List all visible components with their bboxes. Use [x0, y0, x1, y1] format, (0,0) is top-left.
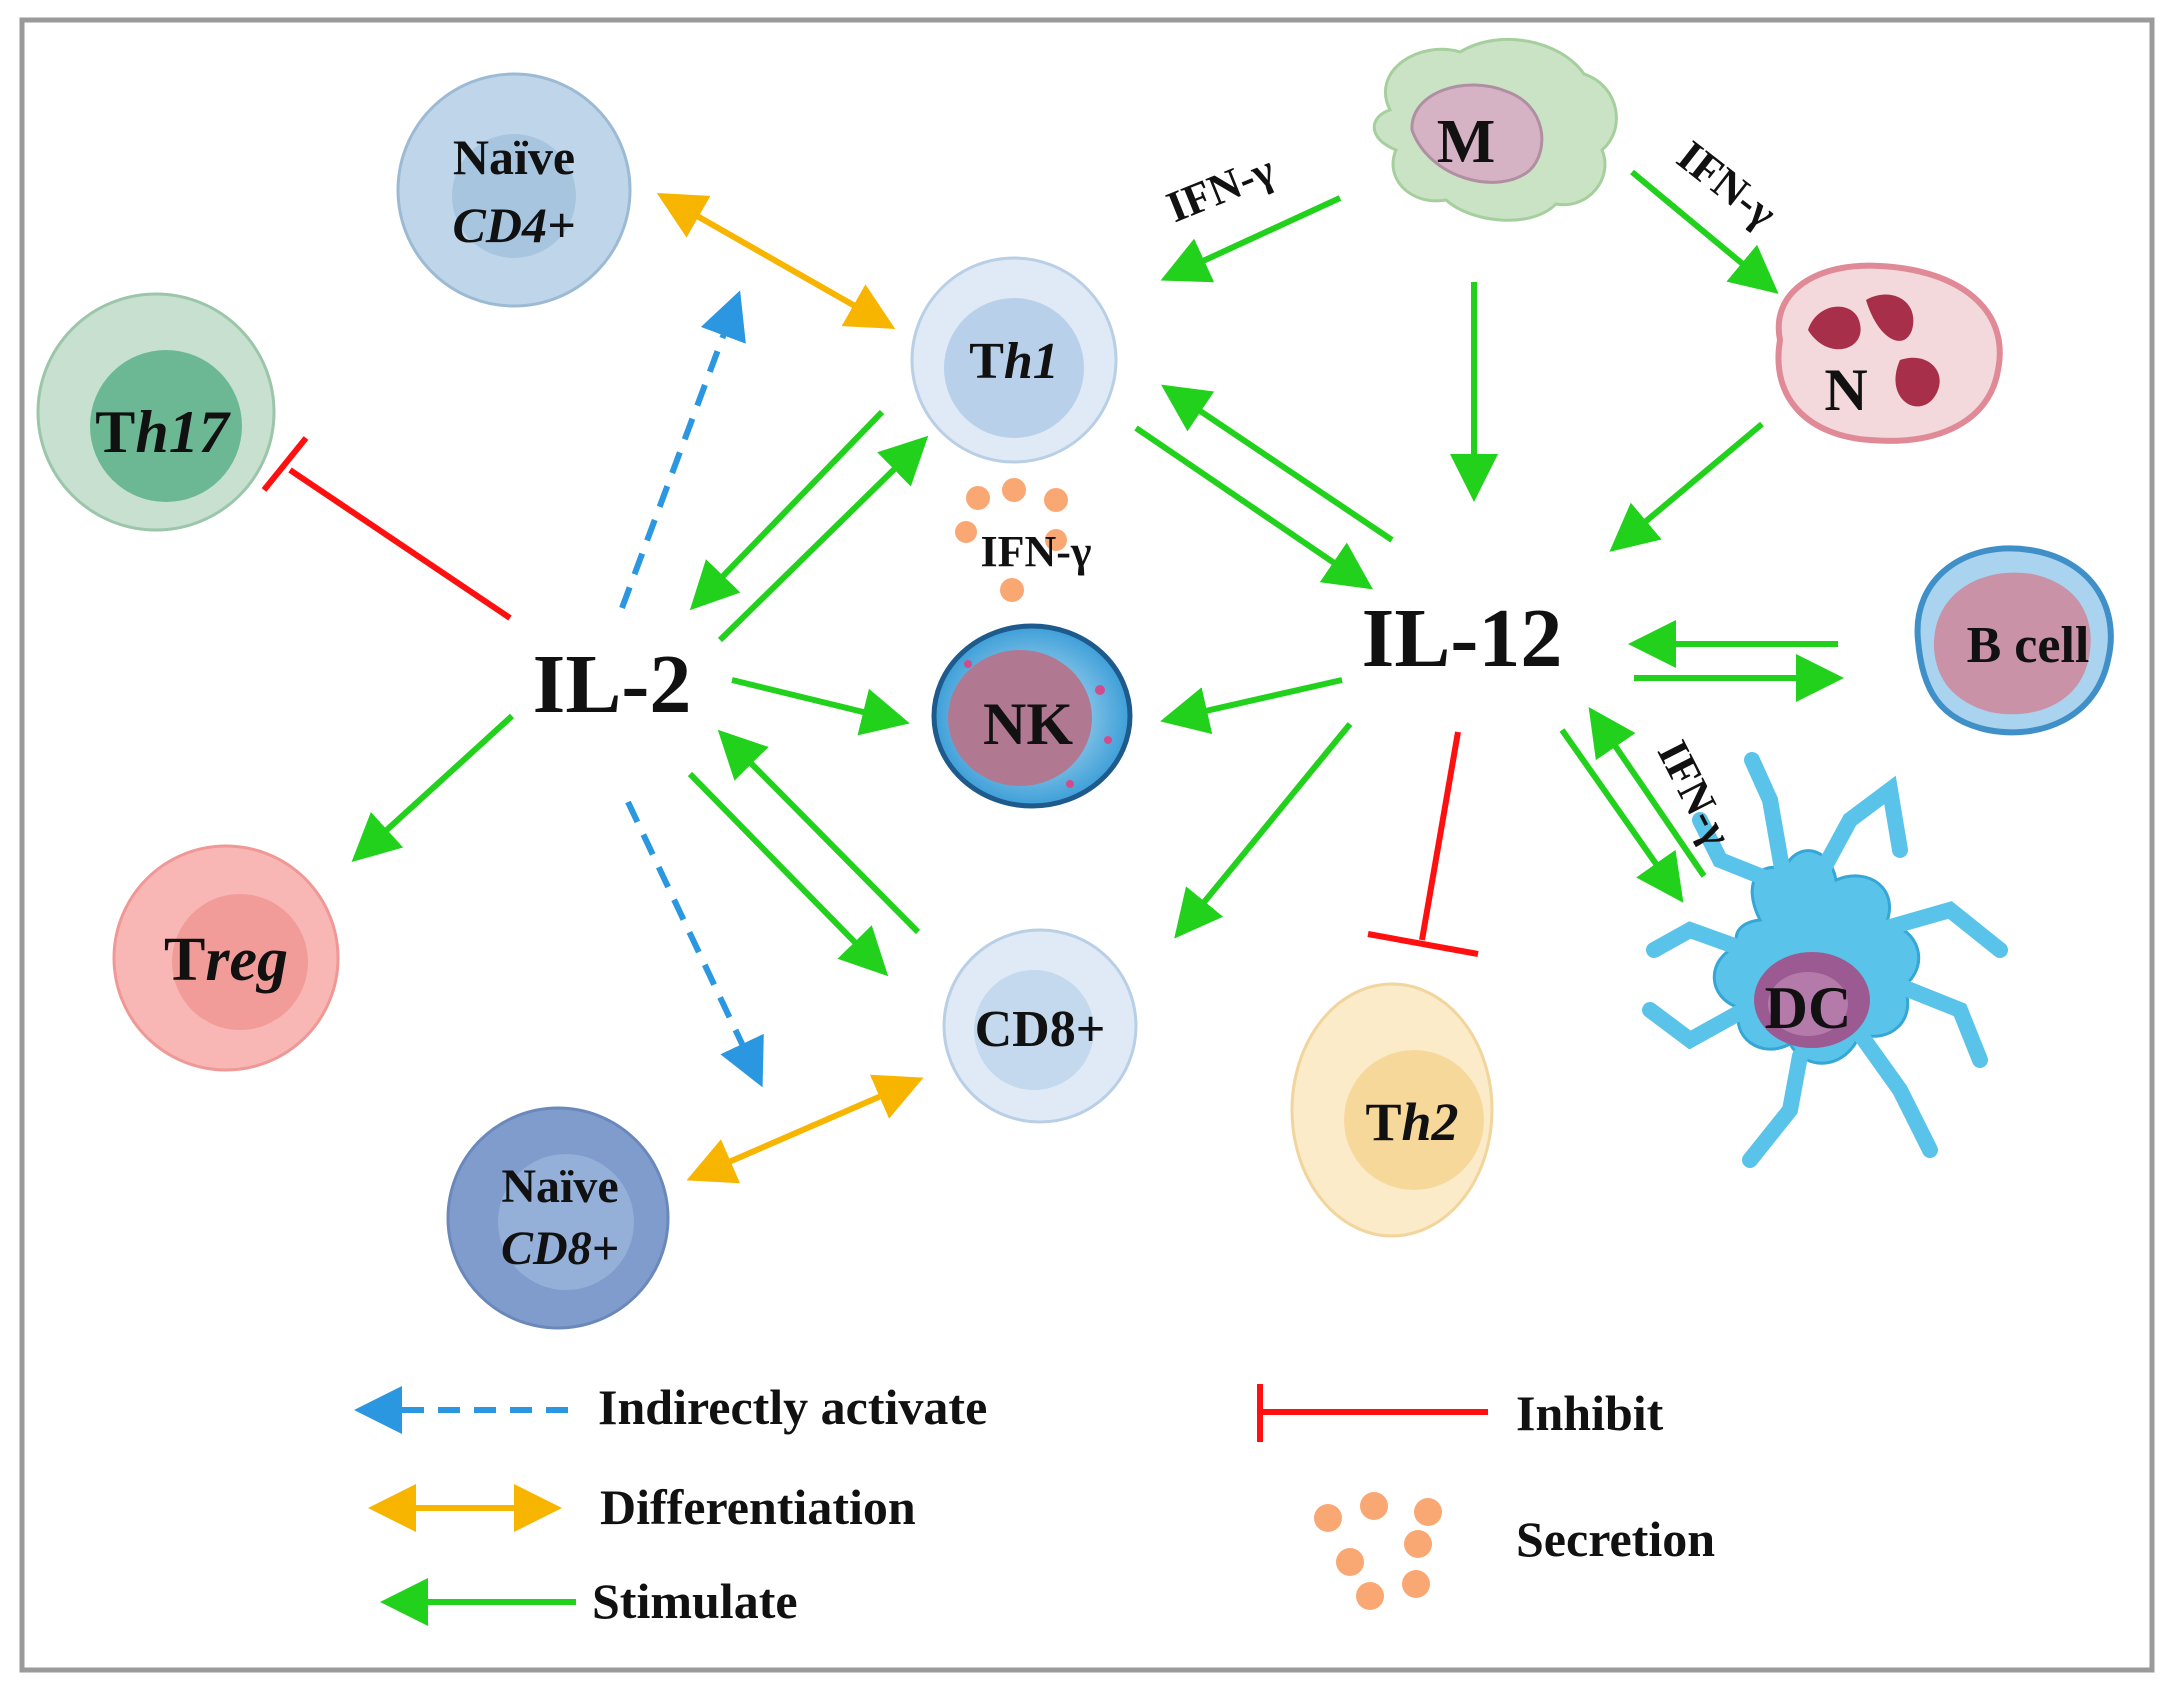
legend-secretion: Secretion	[1314, 1492, 1715, 1610]
th2-cell: Th2	[1290, 982, 1494, 1238]
stim-il12-dc	[1559, 728, 1684, 903]
stim-th1-il12	[1134, 425, 1373, 590]
stim-il12-nk	[1160, 677, 1343, 735]
indirect-il2-naive-cd8	[625, 800, 764, 1088]
diff-naive-cd8-cd8	[686, 1074, 924, 1184]
stim-th1-il2	[689, 409, 885, 611]
treg-cell: Treg	[112, 844, 340, 1072]
legend-indirect: Indirectly activate	[354, 1379, 987, 1435]
stim-il2-treg	[351, 713, 515, 863]
legend-differentiation: Differentiation	[368, 1479, 916, 1535]
th17-cell: Th17	[36, 292, 276, 532]
th1-label: Th1	[969, 333, 1059, 390]
indirect-il2-naive-cd4	[619, 290, 746, 610]
stim-il2-nk	[731, 677, 910, 736]
legend-secretion-swatch	[1314, 1492, 1442, 1610]
th17-label: Th17	[95, 399, 230, 465]
legend-indirect-label: Indirectly activate	[598, 1379, 987, 1435]
stim-m-th1	[1160, 195, 1342, 283]
il2-hub-label: IL-2	[533, 638, 692, 731]
naive-cd4-line2: CD4+	[453, 197, 576, 253]
stim-il12-th1	[1161, 384, 1394, 543]
naive-cd8-line2: CD8+	[501, 1222, 619, 1275]
b-cell-label: B cell	[1967, 617, 2090, 674]
stim-cd8-il2	[717, 729, 921, 935]
legend-differentiation-label: Differentiation	[600, 1479, 916, 1535]
th2-label: Th2	[1365, 1092, 1458, 1152]
legend: Indirectly activate Differentiation Stim…	[354, 1379, 1715, 1629]
b-cell: B cell	[1914, 545, 2114, 736]
ifn-label-secreted: IFN-γ	[980, 527, 1091, 576]
inhibit-il2-th17	[261, 436, 512, 621]
il12-hub-label: IL-12	[1362, 592, 1563, 685]
cd8-cell: CD8+	[942, 928, 1138, 1124]
stim-il2-cd8	[687, 771, 889, 977]
neutrophil-label: N	[1824, 357, 1867, 423]
legend-secretion-label: Secretion	[1516, 1511, 1715, 1567]
nk-cell: NK	[931, 623, 1133, 809]
inhibit-il12-th2	[1367, 731, 1479, 957]
neutrophil-cell: N	[1775, 262, 2003, 444]
diff-naive-cd4-th1	[656, 193, 896, 329]
secretion-dots-th1	[955, 478, 1068, 602]
stim-m-n	[1630, 169, 1779, 294]
legend-inhibit-swatch	[1257, 1384, 1488, 1442]
stim-dc-il12	[1588, 707, 1707, 878]
cd8-label: CD8+	[975, 1001, 1106, 1058]
legend-inhibit: Inhibit	[1257, 1384, 1664, 1442]
legend-stimulate: Stimulate	[380, 1573, 798, 1629]
stim-n-il12	[1609, 421, 1764, 552]
dc-label: DC	[1765, 975, 1852, 1041]
naive-cd8-line1: Naïve	[501, 1160, 618, 1213]
macrophage-label: M	[1437, 108, 1496, 176]
nk-label: NK	[983, 691, 1073, 757]
naive-cd4-cell: Naïve CD4+	[396, 72, 632, 308]
legend-stimulate-label: Stimulate	[592, 1573, 798, 1629]
legend-inhibit-label: Inhibit	[1516, 1385, 1664, 1441]
dc-cell: DC	[1642, 752, 2008, 1168]
naive-cd8-cell: Naïve CD8+	[446, 1106, 670, 1330]
connectors	[261, 169, 1844, 1184]
stim-il12-cd8	[1174, 722, 1353, 939]
macrophage-cell: M	[1372, 37, 1618, 222]
th1-cell: Th1	[910, 256, 1118, 464]
treg-label: Treg	[164, 926, 288, 994]
naive-cd4-line1: Naïve	[453, 129, 575, 185]
stim-il2-th1	[717, 435, 929, 643]
